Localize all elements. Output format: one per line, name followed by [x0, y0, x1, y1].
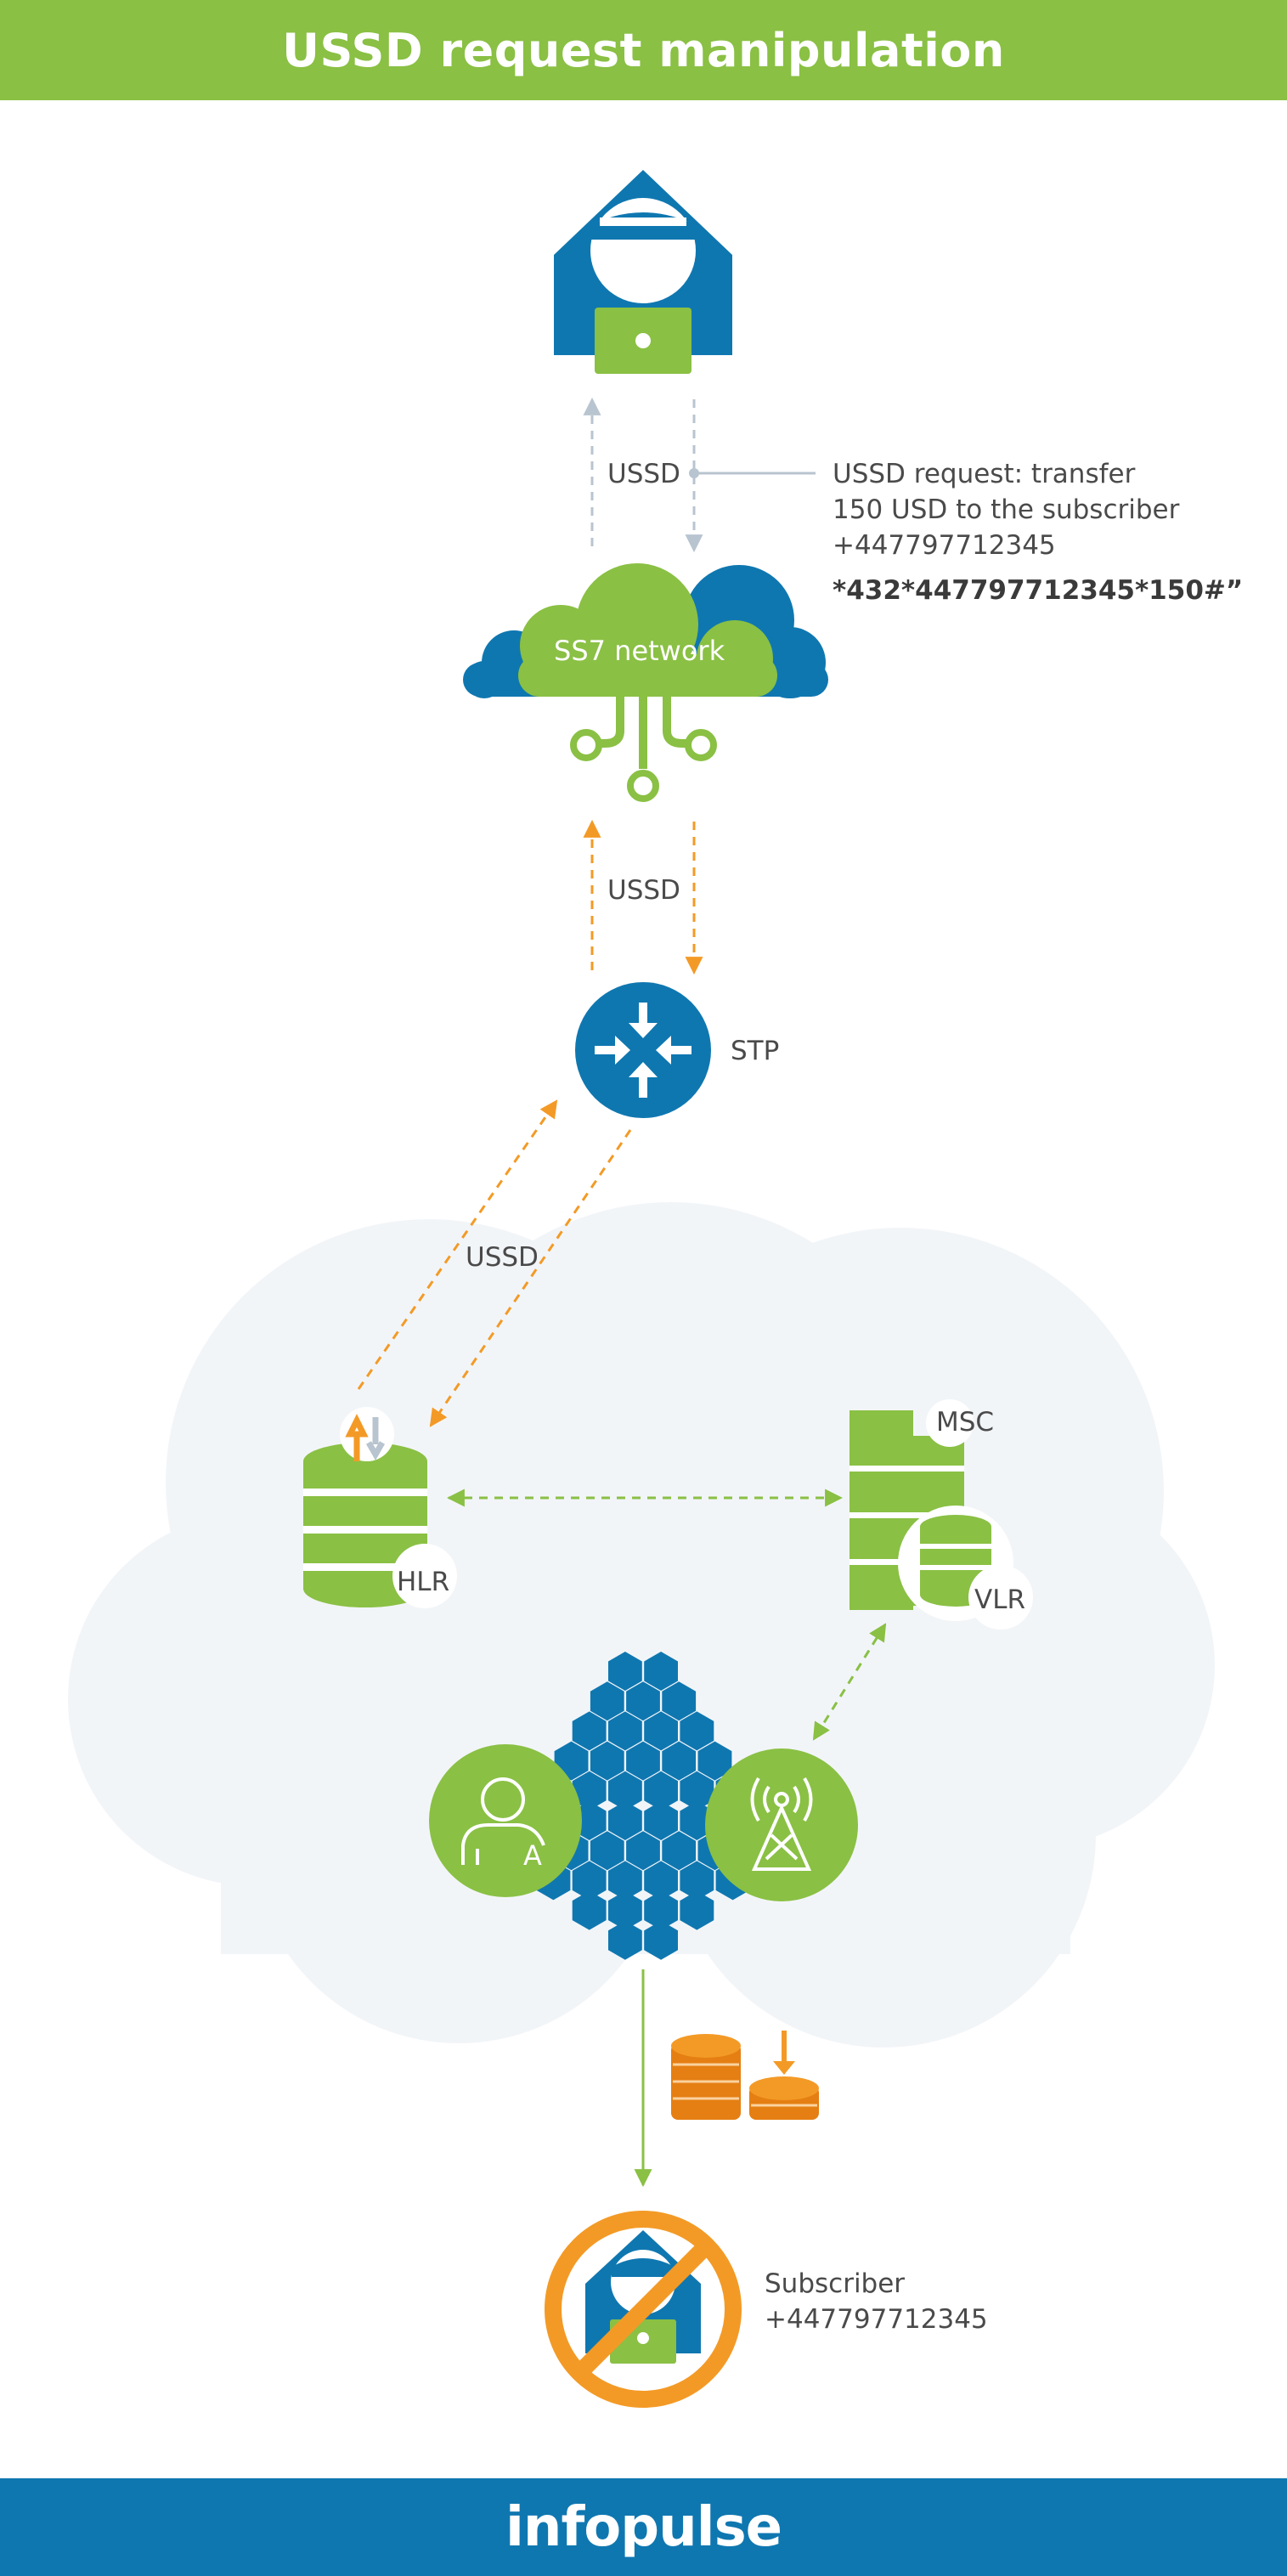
cell-hexagon [697, 1741, 732, 1781]
cell-hexagon [572, 1861, 607, 1901]
cell-hexagon [590, 1831, 624, 1871]
ussd-label-top: USSD [607, 459, 680, 489]
page-title: USSD request manipulation [282, 23, 1005, 77]
cell-hexagon [662, 1681, 697, 1721]
request-note-line1: USSD request: transfer [833, 459, 1136, 489]
hlr-database-icon [303, 1407, 457, 1608]
cell-hexagon [626, 1741, 660, 1781]
cell-hexagon [572, 1890, 607, 1930]
vlr-label: VLR [974, 1585, 1025, 1615]
ussd-label-mid: USSD [607, 875, 680, 906]
ussd-code: *432*447797712345*150#” [833, 575, 1243, 606]
cell-hexagon [644, 1801, 678, 1840]
coins-icon [671, 2031, 819, 2120]
cell-hexagon [572, 1711, 607, 1751]
cell-hexagon [680, 1861, 714, 1901]
ss7-cloud-icon: SS7 network [463, 563, 828, 802]
cell-hexagon [662, 1831, 697, 1871]
msc-label: MSC [936, 1407, 994, 1438]
cell-hexagon [680, 1890, 714, 1930]
antenna-circle [705, 1748, 858, 1901]
infopulse-logo: infopulse [505, 2495, 782, 2559]
cell-hexagon [608, 1861, 642, 1901]
footer-banner: infopulse [0, 2478, 1287, 2576]
ussd-label-lower: USSD [466, 1242, 539, 1273]
title-banner: USSD request manipulation [0, 0, 1287, 100]
subscriber-label: Subscriber [765, 2268, 905, 2299]
request-note-line2: 150 USD to the subscriber [833, 494, 1180, 525]
cell-hexagon [590, 1681, 624, 1721]
user-circle: A [429, 1744, 582, 1897]
cell-hexagon [644, 1652, 678, 1691]
stp-label: STP [731, 1036, 779, 1066]
cell-hexagon [608, 1711, 642, 1751]
ussd-arrow-hlr-to-stp [357, 1099, 558, 1390]
cell-hexagon [608, 1920, 642, 1960]
msc-tower-link [812, 1623, 887, 1741]
cell-hexagon [680, 1771, 714, 1811]
cell-hexagon [608, 1652, 642, 1691]
cell-hexagon [644, 1890, 678, 1930]
cell-hexagon [644, 1861, 678, 1901]
hacker-icon [554, 170, 732, 374]
laptop-icon [595, 308, 691, 374]
cell-hexagon [608, 1771, 642, 1811]
prohibited-ring [545, 2211, 742, 2408]
vlr-database-icon [920, 1515, 1033, 1630]
cell-hexagon [644, 1711, 678, 1751]
cell-hexagon [572, 1771, 607, 1811]
user-letter: A [523, 1839, 542, 1872]
cell-hexagon [680, 1711, 714, 1751]
prohibited-slash [571, 2237, 715, 2381]
hlr-label: HLR [397, 1567, 449, 1597]
subscriber-icon [545, 2211, 742, 2408]
cell-hexagon [626, 1681, 660, 1721]
cell-hexagon [590, 1741, 624, 1781]
cell-hexagon [644, 1771, 678, 1811]
subscriber-number: +447797712345 [765, 2304, 988, 2335]
ss7-network-label: SS7 network [554, 635, 725, 667]
stp-router-icon [575, 982, 711, 1118]
ussd-arrow-stp-to-hlr [429, 1129, 632, 1427]
operator-network-cloud [68, 1202, 1215, 2048]
cell-hexagon [644, 1920, 678, 1960]
cell-hexagon [626, 1831, 660, 1871]
cell-hexagon [608, 1890, 642, 1930]
request-note-line3: +447797712345 [833, 530, 1056, 561]
cell-hexagon [662, 1741, 697, 1781]
cell-hexagon [608, 1801, 642, 1840]
